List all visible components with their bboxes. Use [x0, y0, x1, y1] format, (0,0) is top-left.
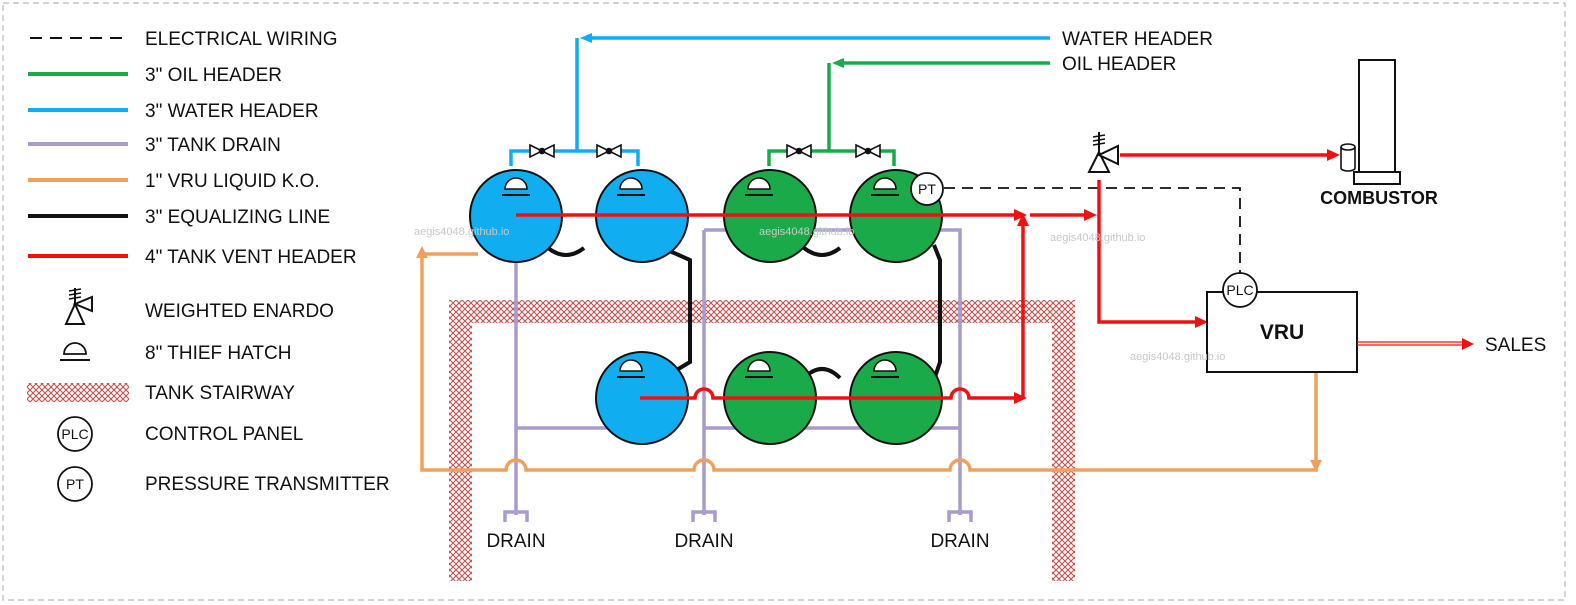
vent-arrow-5 — [1195, 316, 1208, 328]
vent-arrow-3 — [1014, 392, 1027, 404]
drain-label-2: DRAIN — [674, 531, 733, 552]
sales-arrow — [1462, 338, 1474, 350]
tank-vent-lines — [516, 153, 1331, 400]
valve-icons — [529, 143, 881, 159]
legend-plc-icon — [57, 416, 93, 452]
sales-label: SALES — [1485, 335, 1546, 356]
legend-label-thief-hatch: 8" THIEF HATCH — [145, 343, 291, 364]
pressure-transmitter-icon — [910, 172, 944, 206]
plc-icon — [1222, 272, 1258, 308]
legend: PLC PT ELECTRICAL WIRING 3" OIL HEADER 3… — [27, 29, 390, 502]
oil-header-arrow — [832, 58, 844, 68]
legend-label-plc: CONTROL PANEL — [145, 424, 303, 445]
vru-liquid-arrow-up — [416, 246, 428, 258]
water-header-lines — [509, 36, 1050, 166]
thief-hatch-icon — [871, 359, 899, 378]
thief-hatch-icons — [502, 177, 899, 378]
legend-label-equalizing: 3" EQUALIZING LINE — [145, 207, 330, 228]
vent-arrow-2 — [1084, 209, 1097, 221]
valve-icon-oil-2 — [855, 143, 881, 159]
combustor-label: COMBUSTOR — [1320, 188, 1438, 208]
sales-line — [1357, 341, 1466, 346]
legend-label-electrical: ELECTRICAL WIRING — [145, 29, 338, 50]
weighted-enardo-icon — [1087, 132, 1119, 173]
legend-pt-icon — [57, 466, 93, 502]
legend-label-enardo: WEIGHTED ENARDO — [145, 301, 334, 322]
legend-pt-text: PT — [66, 476, 84, 492]
watermark-1: aegis4048.github.io — [414, 226, 509, 238]
thief-hatch-icon — [502, 177, 530, 196]
legend-label-vent: 4" TANK VENT HEADER — [145, 247, 357, 268]
plc-text: PLC — [1226, 282, 1253, 298]
legend-label-pt: PRESSURE TRANSMITTER — [145, 474, 390, 495]
legend-label-vru-liquid: 1" VRU LIQUID K.O. — [145, 171, 320, 192]
oil-header-lines — [767, 61, 1050, 166]
vent-arrow-6 — [1327, 149, 1340, 161]
legend-label-drain: 3" TANK DRAIN — [145, 135, 281, 156]
legend-enardo-icon — [64, 288, 93, 325]
pressure-transmitter-text: PT — [918, 181, 936, 197]
watermark-2: aegis4048.github.io — [759, 226, 854, 238]
watermark-4: aegis4048.github.io — [1130, 351, 1225, 363]
water-header-label: WATER HEADER — [1062, 29, 1213, 50]
valve-icon-water-2 — [596, 143, 622, 159]
vru-liquid-arrow-down — [1310, 460, 1322, 472]
vru-box — [1206, 291, 1358, 373]
vent-arrow-1 — [1014, 209, 1027, 221]
watermark-3: aegis4048.github.io — [1050, 232, 1145, 244]
thief-hatch-icon — [617, 177, 645, 196]
thief-hatch-icon — [745, 177, 773, 196]
oil-header-label: OIL HEADER — [1062, 54, 1176, 75]
thief-hatch-icon — [745, 359, 773, 378]
tank-stairway — [449, 300, 1075, 581]
drain-label-1: DRAIN — [486, 531, 545, 552]
legend-thief-hatch-icon — [60, 342, 90, 361]
vent-arrow-4 — [1017, 213, 1029, 226]
water-header-arrow — [580, 33, 592, 43]
thief-hatch-icon — [871, 177, 899, 196]
legend-label-water: 3" WATER HEADER — [145, 101, 319, 122]
thief-hatch-icon — [617, 359, 645, 378]
vru-label: VRU — [1260, 321, 1304, 344]
drain-label-3: DRAIN — [930, 531, 989, 552]
vru-liquid-ko-line — [420, 252, 1318, 472]
legend-label-oil: 3" OIL HEADER — [145, 65, 282, 86]
legend-stairway-swatch — [27, 383, 129, 402]
valve-icon-water-1 — [529, 143, 555, 159]
legend-plc-text: PLC — [61, 426, 88, 442]
legend-label-stairway: TANK STAIRWAY — [145, 383, 295, 404]
combustor — [1340, 59, 1401, 185]
valve-icon-oil-1 — [786, 143, 812, 159]
